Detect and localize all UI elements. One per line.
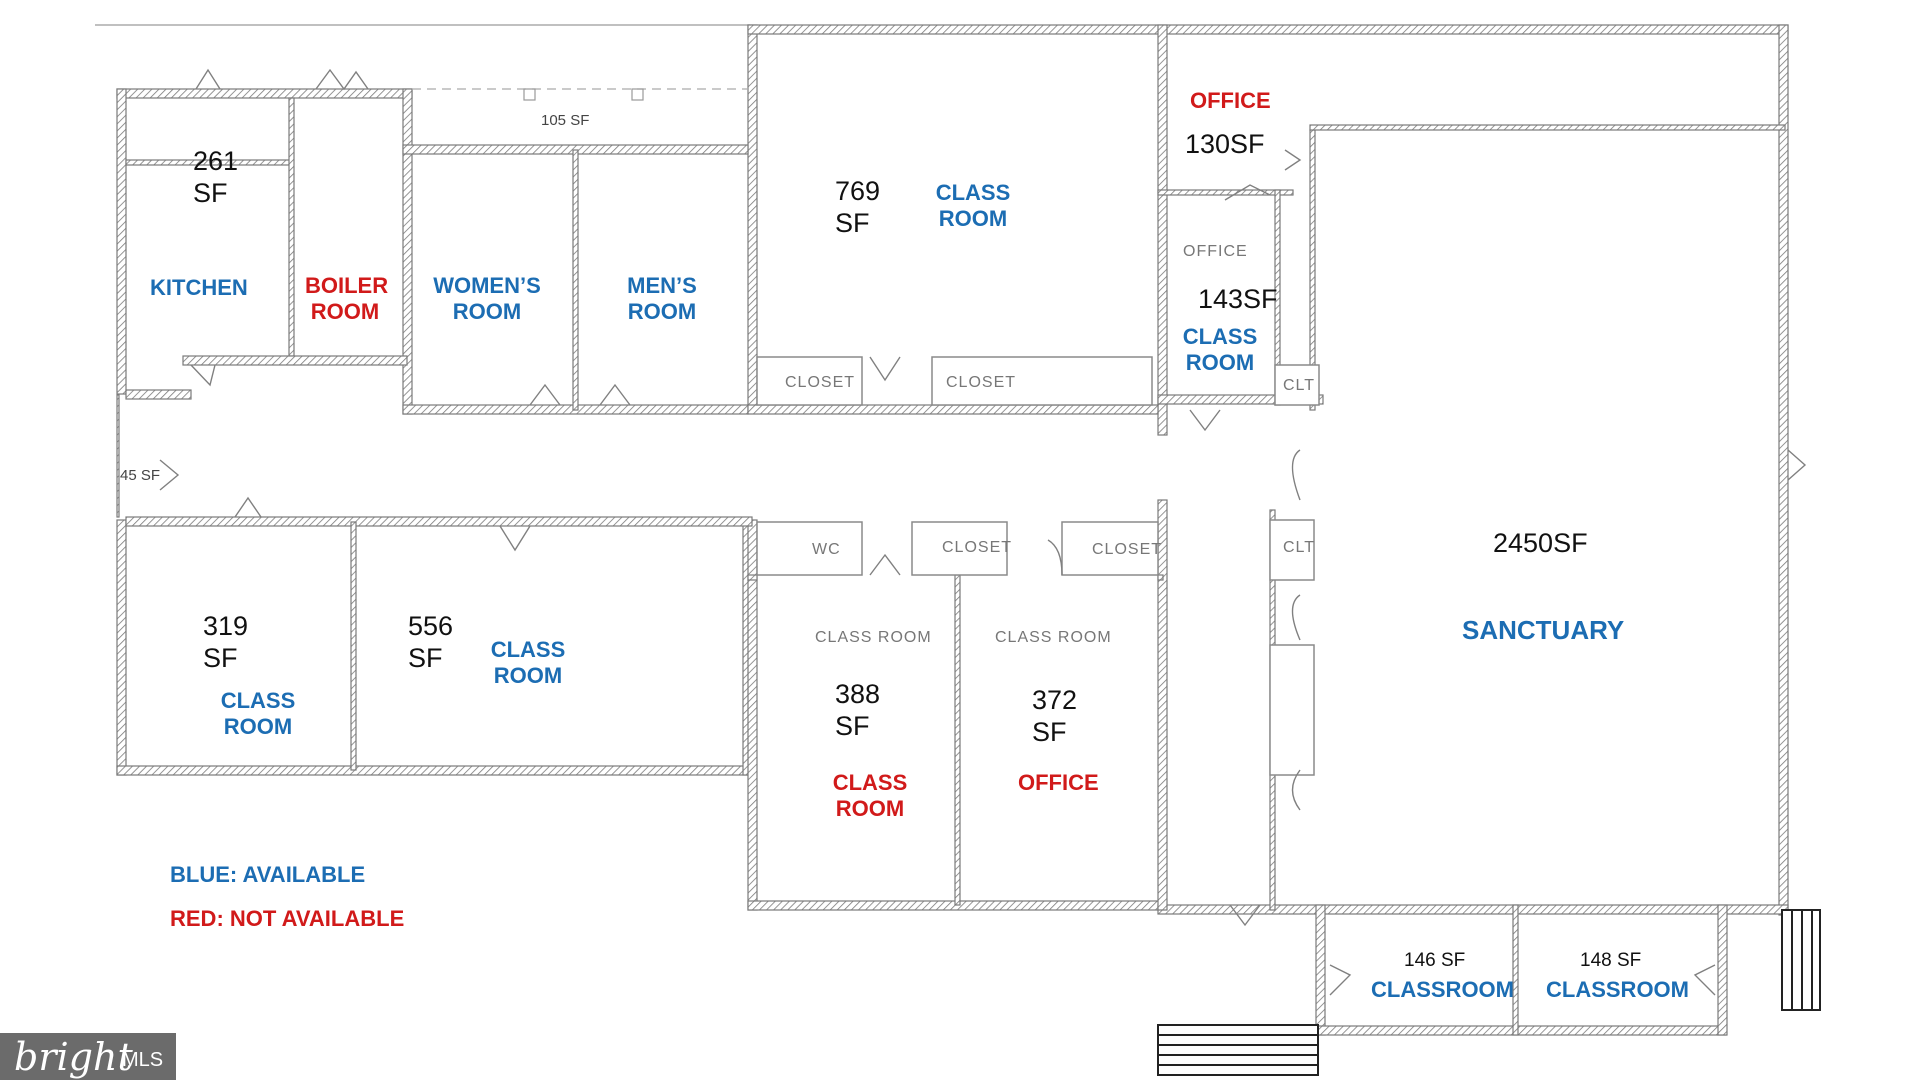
hall-105-area: 105 SF xyxy=(541,112,590,129)
class319-label: CLASS ROOM xyxy=(220,688,296,740)
legend-not-available: RED: NOT AVAILABLE xyxy=(170,906,405,931)
doors xyxy=(159,68,1807,996)
legend-available: BLUE: AVAILABLE xyxy=(170,862,366,887)
watermark-suffix: MLS xyxy=(122,1049,164,1071)
mls-watermark: bright MLS xyxy=(0,1033,176,1080)
closets xyxy=(756,356,1320,776)
class556-label: CLASS ROOM xyxy=(490,637,566,689)
watermark-brand: bright xyxy=(14,1035,133,1079)
closet-label-c: CLOSET xyxy=(942,539,1013,556)
class769-label: CLASS ROOM xyxy=(935,180,1011,232)
office130-label: OFFICE xyxy=(1190,88,1271,113)
sanctuary-area: 2450SF xyxy=(1493,528,1588,558)
vestibule-45-area: 45 SF xyxy=(120,467,161,484)
classroom146-label: CLASSROOM xyxy=(1371,977,1514,1002)
office372-label: OFFICE xyxy=(1018,770,1099,795)
office372-area: 372 SF xyxy=(1032,685,1078,748)
class556-area: 556 SF xyxy=(408,611,454,674)
closet-label-a: CLOSET xyxy=(785,374,856,391)
closet-label-d: CLOSET xyxy=(1092,541,1163,558)
office372-tag: CLASS ROOM xyxy=(995,629,1112,646)
mens-room-label: MEN’S ROOM xyxy=(627,273,697,325)
entry-stairs xyxy=(1157,909,1821,1076)
boiler-room-label: BOILER ROOM xyxy=(305,273,389,325)
class143-area: 143SF xyxy=(1198,284,1278,314)
office130-area: 130SF xyxy=(1185,129,1265,159)
womens-room-label: WOMEN’S ROOM xyxy=(433,273,541,325)
kitchen-label: KITCHEN xyxy=(150,275,248,300)
clt-label-2: CLT xyxy=(1283,539,1316,556)
classroom148-area: 148 SF xyxy=(1580,950,1642,971)
class388-tag: CLASS ROOM xyxy=(815,629,932,646)
class319-area: 319 SF xyxy=(203,611,249,674)
wc-label: WC xyxy=(812,541,841,558)
class769-area: 769 SF xyxy=(835,176,881,239)
classroom148-label: CLASSROOM xyxy=(1546,977,1689,1002)
closet-label-b: CLOSET xyxy=(946,374,1017,391)
class143-tag: OFFICE xyxy=(1183,243,1248,260)
class388-area: 388 SF xyxy=(835,679,881,742)
classroom146-area: 146 SF xyxy=(1404,950,1466,971)
clt-label-1: CLT xyxy=(1283,377,1316,394)
class388-label: CLASS ROOM xyxy=(832,770,908,822)
sanctuary-label: SANCTUARY xyxy=(1462,615,1625,645)
class143-label: CLASS ROOM xyxy=(1182,324,1258,376)
kitchen-area: 261 SF xyxy=(193,146,239,209)
